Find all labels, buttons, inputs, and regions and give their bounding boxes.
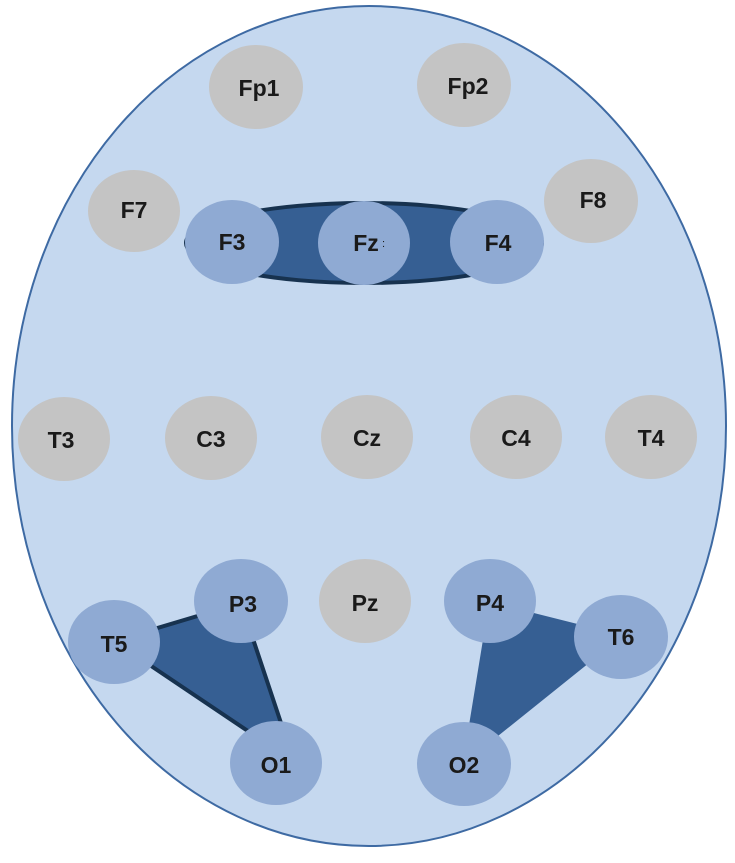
electrode-fz: Fz (318, 201, 410, 285)
electrode-label: Cz (353, 425, 381, 451)
electrode-disc (318, 201, 410, 285)
electrode-disc (417, 43, 511, 127)
electrode-disc (209, 45, 303, 129)
electrode-disc (185, 200, 279, 284)
electrode-fp1: Fp1 (209, 45, 303, 129)
electrode-c3: C3 (165, 396, 257, 480)
electrode-c4: C4 (470, 395, 562, 479)
electrode-disc (319, 559, 411, 643)
electrode-label: Fz (353, 230, 379, 256)
electrode-label: Fp2 (448, 73, 489, 99)
electrode-label: Pz (352, 590, 379, 616)
electrode-o2: O2 (417, 722, 511, 806)
electrode-label: T5 (101, 631, 128, 657)
electrode-label: F4 (485, 230, 512, 256)
electrode-disc (194, 559, 288, 643)
electrode-f4: F4 (450, 200, 544, 284)
electrode-t5: T5 (68, 600, 160, 684)
electrode-disc (450, 200, 544, 284)
electrode-label: O2 (449, 752, 480, 778)
electrode-label: T3 (48, 427, 75, 453)
fz-marker: : (382, 238, 385, 250)
electrode-label: P3 (229, 591, 257, 617)
electrode-f7: F7 (88, 170, 180, 252)
electrode-label: T4 (638, 425, 665, 451)
electrode-label: C4 (501, 425, 531, 451)
electrode-label: T6 (608, 624, 635, 650)
electrode-disc (165, 396, 257, 480)
electrode-p3: P3 (194, 559, 288, 643)
electrode-disc (470, 395, 562, 479)
electrode-label: F3 (219, 229, 246, 255)
electrode-label: O1 (261, 752, 292, 778)
electrode-t6: T6 (574, 595, 668, 679)
electrode-pz: Pz (319, 559, 411, 643)
electrode-t3: T3 (18, 397, 110, 481)
electrode-disc (68, 600, 160, 684)
electrode-disc (88, 170, 180, 252)
electrode-o1: O1 (230, 721, 322, 805)
electrode-label: C3 (196, 426, 225, 452)
electrode-label: P4 (476, 590, 504, 616)
electrode-fp2: Fp2 (417, 43, 511, 127)
electrode-f3: F3 (185, 200, 279, 284)
electrode-p4: P4 (444, 559, 536, 643)
electrode-cz: Cz (321, 395, 413, 479)
electrode-label: F8 (580, 187, 607, 213)
electrode-disc (18, 397, 110, 481)
electrode-disc (544, 159, 638, 243)
electrode-disc (605, 395, 697, 479)
electrode-t4: T4 (605, 395, 697, 479)
electrode-disc (230, 721, 322, 805)
electrode-f8: F8 (544, 159, 638, 243)
electrode-disc (574, 595, 668, 679)
electrode-disc (444, 559, 536, 643)
electrode-disc (321, 395, 413, 479)
electrode-label: Fp1 (239, 75, 280, 101)
electrode-label: F7 (121, 197, 148, 223)
electrode-disc (417, 722, 511, 806)
